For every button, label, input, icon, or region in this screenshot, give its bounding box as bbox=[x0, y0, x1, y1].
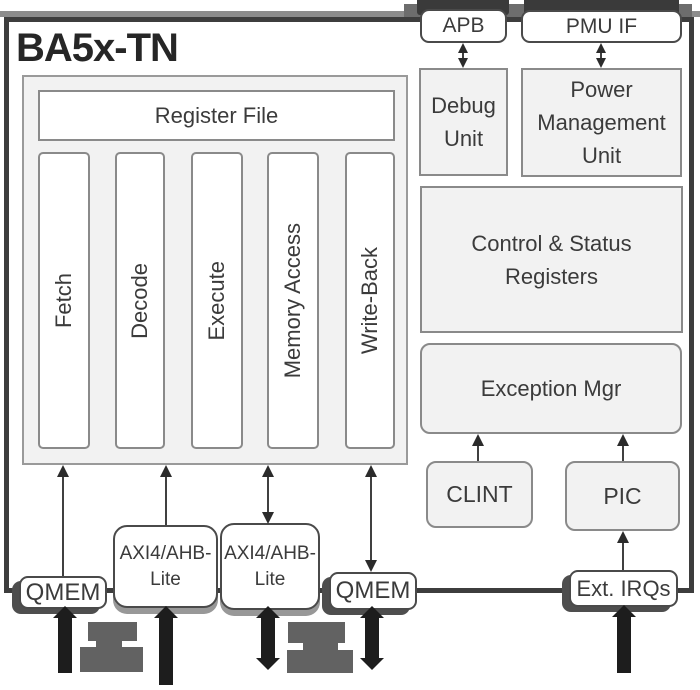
apb-label: APB bbox=[442, 14, 485, 37]
exception-mgr-box: Exception Mgr bbox=[420, 343, 682, 434]
qmem-left-label: QMEM bbox=[25, 578, 101, 606]
exception-mgr-label: Exception Mgr bbox=[480, 375, 622, 401]
qmem-left-box: QMEM bbox=[19, 576, 107, 609]
power-management-unit-label: Power Management Unit bbox=[537, 77, 666, 168]
apb-interface-box: APB bbox=[420, 9, 507, 43]
stage-decode: Decode bbox=[115, 152, 165, 449]
power-management-unit-box: Power Management Unit bbox=[521, 68, 682, 177]
pic-box: PIC bbox=[565, 461, 680, 531]
stage-write-back: Write-Back bbox=[345, 152, 395, 449]
chip-title: BA5x-TN bbox=[16, 26, 179, 70]
clint-label: CLINT bbox=[446, 481, 513, 507]
axi-left-label: AXI4/AHB-Lite bbox=[119, 542, 212, 590]
stage-decode-label: Decode bbox=[127, 262, 152, 339]
stage-memory-access-label: Memory Access bbox=[280, 222, 305, 379]
stage-execute-label: Execute bbox=[204, 260, 229, 341]
axi-right-box: AXI4/AHB-Lite bbox=[220, 523, 320, 610]
stage-memory-access: Memory Access bbox=[267, 152, 319, 449]
clint-box: CLINT bbox=[426, 461, 533, 528]
debug-unit-box: Debug Unit bbox=[419, 68, 508, 176]
top-edge-gray-strip bbox=[0, 11, 700, 17]
stage-execute: Execute bbox=[191, 152, 243, 449]
stage-fetch-label: Fetch bbox=[51, 272, 76, 329]
ext-irqs-box: Ext. IRQs bbox=[569, 570, 678, 607]
stage-fetch: Fetch bbox=[38, 152, 90, 449]
axi-left-box: AXI4/AHB-Lite bbox=[113, 525, 218, 608]
control-status-registers-label: Control & Status Registers bbox=[471, 230, 632, 289]
axi-right-label: AXI4/AHB-Lite bbox=[224, 542, 316, 590]
stage-write-back-label: Write-Back bbox=[357, 246, 382, 355]
pic-label: PIC bbox=[603, 482, 642, 509]
debug-unit-label: Debug Unit bbox=[431, 93, 496, 151]
pmu-if-interface-box: PMU IF bbox=[521, 10, 682, 43]
pmu-if-label: PMU IF bbox=[565, 14, 638, 38]
ext-irqs-label: Ext. IRQs bbox=[576, 575, 671, 601]
control-status-registers-box: Control & Status Registers bbox=[420, 186, 683, 333]
register-file-label: Register File bbox=[154, 102, 279, 128]
qmem-right-box: QMEM bbox=[329, 572, 417, 610]
register-file-box: Register File bbox=[38, 90, 395, 141]
qmem-right-label: QMEM bbox=[335, 577, 411, 604]
pipeline-container: Register File Fetch Decode Execute Memor… bbox=[22, 75, 408, 465]
